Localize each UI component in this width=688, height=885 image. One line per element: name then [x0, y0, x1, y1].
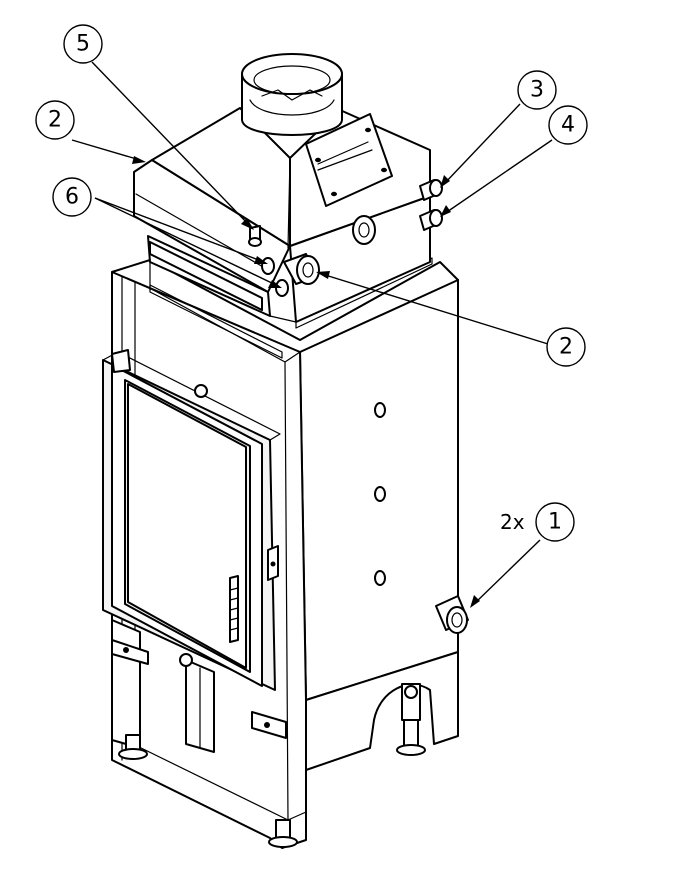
connector-5	[248, 225, 262, 247]
connector-1	[435, 595, 469, 634]
top-hood	[133, 107, 431, 323]
side-holes	[374, 402, 386, 586]
callout-2-lower: 2	[546, 327, 586, 367]
callout-2-upper-label: 2	[48, 108, 62, 133]
leader-lines	[71, 61, 553, 608]
connector-2-lower	[283, 253, 320, 285]
callout-5-label: 5	[76, 32, 90, 57]
callout-1-label: 1	[548, 510, 562, 535]
callout-3: 3	[517, 70, 557, 110]
connector-3	[419, 179, 443, 201]
callout-6-label: 6	[65, 185, 79, 210]
connector-4	[419, 209, 443, 231]
plinth	[305, 651, 459, 771]
callout-6: 6	[52, 177, 92, 217]
callout-4-label: 4	[561, 113, 575, 138]
callout-4: 4	[548, 105, 588, 145]
lower-front	[111, 619, 287, 761]
callout-5: 5	[63, 24, 103, 64]
flue-collar	[241, 53, 343, 136]
feet	[118, 683, 426, 848]
door	[102, 349, 281, 691]
callout-1: 1 2x	[500, 502, 575, 542]
callout-3-label: 3	[530, 78, 544, 103]
callout-2-upper: 2	[35, 100, 75, 140]
callout-2-lower-label: 2	[559, 335, 573, 360]
callout-1-quantity: 2x	[500, 510, 525, 534]
